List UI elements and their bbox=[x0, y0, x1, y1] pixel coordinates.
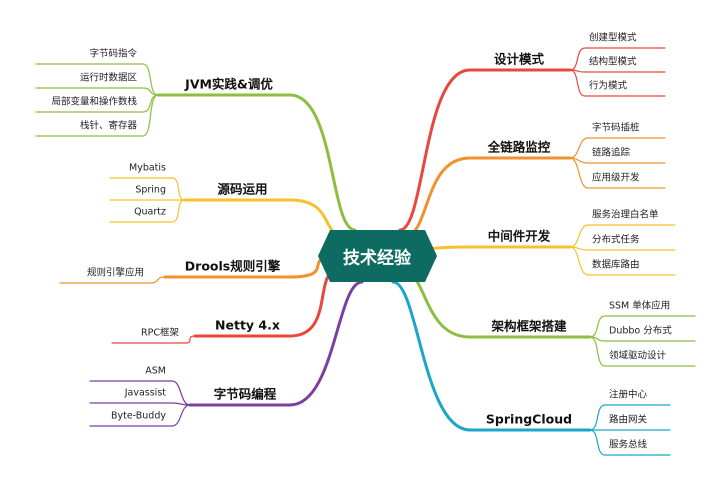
leaf-node[interactable]: 领域驱动设计 bbox=[609, 350, 667, 362]
leaf-node[interactable]: 字节码插桩 bbox=[592, 122, 640, 134]
branch-node[interactable]: 设计模式 bbox=[493, 51, 545, 67]
leaf-node[interactable]: ASM bbox=[145, 365, 166, 377]
branch-node[interactable]: 源码运用 bbox=[217, 181, 268, 197]
leaf-link bbox=[569, 137, 666, 159]
leaf-link bbox=[589, 336, 696, 342]
branch-link bbox=[188, 280, 364, 407]
leaf-node[interactable]: 局部变量和操作数栈 bbox=[51, 96, 137, 108]
leaf-link bbox=[569, 224, 676, 248]
leaf-node[interactable]: 链路追踪 bbox=[592, 147, 631, 159]
leaf-link bbox=[59, 276, 166, 284]
leaf-link bbox=[569, 157, 666, 189]
leaf-link bbox=[569, 157, 666, 164]
leaf-link bbox=[35, 63, 159, 96]
leaf-node[interactable]: 应用级开发 bbox=[592, 172, 640, 184]
leaf-link bbox=[569, 69, 666, 73]
leaf-link bbox=[589, 404, 671, 431]
branch-node[interactable]: SpringCloud bbox=[485, 411, 573, 427]
leaf-node[interactable]: 行为模式 bbox=[589, 80, 628, 92]
leaf-node[interactable]: 服务总线 bbox=[609, 439, 648, 451]
leaf-link bbox=[589, 315, 696, 338]
leaf-node[interactable]: 数据库路由 bbox=[592, 259, 640, 271]
leaf-node[interactable]: Spring bbox=[135, 184, 166, 196]
branch-link bbox=[183, 198, 347, 238]
leaf-node[interactable]: 规则引擎应用 bbox=[86, 267, 144, 279]
center-node[interactable] bbox=[318, 230, 437, 282]
leaf-node[interactable]: 字节码指令 bbox=[89, 48, 137, 60]
branch-node[interactable]: 全链路监控 bbox=[487, 139, 551, 155]
leaf-node[interactable]: 结构型模式 bbox=[589, 56, 637, 68]
branch-node[interactable]: 字节码编程 bbox=[213, 386, 277, 402]
leaf-link bbox=[109, 177, 186, 201]
branch-node[interactable]: 中间件开发 bbox=[487, 228, 551, 244]
leaf-node[interactable]: Byte-Buddy bbox=[110, 410, 166, 422]
leaf-node[interactable]: 路由网关 bbox=[609, 414, 648, 426]
leaf-link bbox=[589, 336, 696, 367]
leaf-link bbox=[111, 335, 196, 344]
leaf-link bbox=[589, 429, 671, 456]
leaf-node[interactable]: RPC框架 bbox=[141, 327, 179, 339]
leaf-node[interactable]: 运行时数据区 bbox=[79, 72, 137, 84]
branch-node[interactable]: JVM实践&调优 bbox=[185, 76, 273, 92]
leaf-node[interactable]: 服务治理白名单 bbox=[592, 209, 659, 221]
leaf-node[interactable]: 分布式任务 bbox=[592, 234, 640, 246]
leaf-link bbox=[569, 246, 676, 251]
center-node-label: 技术经验 bbox=[343, 248, 411, 269]
leaf-link bbox=[35, 87, 159, 96]
branch-link bbox=[398, 68, 572, 232]
leaf-node[interactable]: Mybatis bbox=[129, 162, 166, 174]
leaf-node[interactable]: 创建型模式 bbox=[589, 32, 637, 44]
leaf-link bbox=[569, 69, 666, 97]
leaf-link bbox=[89, 402, 191, 406]
branch-node[interactable]: 架构框架搭建 bbox=[491, 318, 567, 334]
branch-node[interactable]: Netty 4.x bbox=[215, 317, 280, 333]
leaf-link bbox=[569, 47, 666, 71]
leaf-node[interactable]: Quartz bbox=[134, 206, 166, 218]
leaf-node[interactable]: Javassist bbox=[124, 387, 166, 399]
leaf-link bbox=[89, 380, 191, 406]
leaf-link bbox=[89, 404, 191, 427]
branch-link bbox=[156, 93, 357, 232]
leaf-node[interactable]: 栈针、寄存器 bbox=[79, 120, 137, 132]
leaf-link bbox=[569, 246, 676, 276]
branch-link bbox=[391, 280, 592, 432]
leaf-link bbox=[109, 199, 186, 223]
branch-node[interactable]: Drools规则引擎 bbox=[184, 258, 281, 274]
leaf-node[interactable]: 注册中心 bbox=[609, 389, 648, 401]
leaf-node[interactable]: Dubbo 分布式 bbox=[609, 325, 672, 337]
branch-link bbox=[403, 156, 572, 238]
leaf-node[interactable]: SSM 单体应用 bbox=[609, 300, 671, 312]
leaf-link bbox=[35, 94, 159, 137]
